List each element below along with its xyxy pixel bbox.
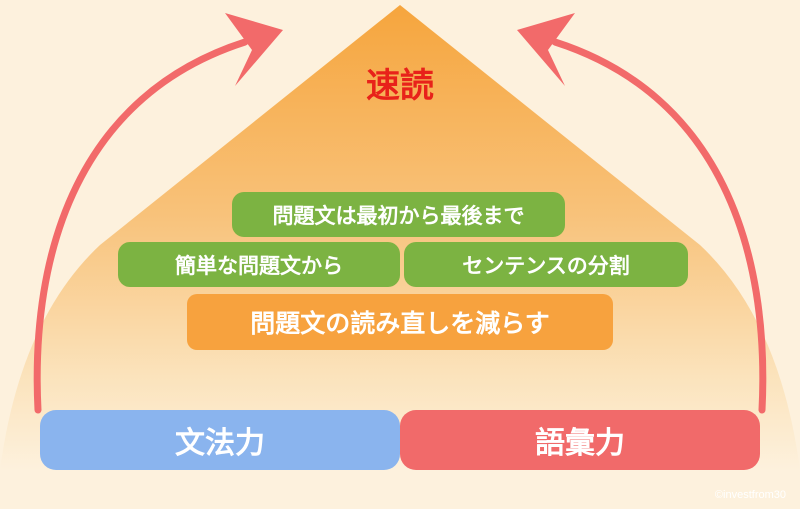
left-arrow	[33, 38, 249, 414]
level-3-label: 問題文の読み直しを減らす	[250, 309, 550, 338]
level-2-left-box: 簡単な問題文から	[118, 242, 400, 287]
credit-text: ©investfrom30	[714, 489, 786, 501]
right-arrow	[551, 38, 767, 414]
pyramid-shape	[0, 5, 800, 470]
foundation-right-label: 語彙力	[535, 426, 625, 461]
left-arrowhead	[225, 13, 283, 86]
level-2-left-label: 簡単な問題文から	[175, 253, 343, 278]
foundation-right-box: 語彙力	[400, 410, 760, 470]
foundation-left-box: 文法力	[40, 410, 400, 470]
level-1-label: 問題文は最初から最後まで	[272, 203, 525, 228]
level-1-box: 問題文は最初から最後まで	[232, 192, 565, 237]
level-3-box: 問題文の読み直しを減らす	[187, 294, 613, 350]
foundation-left-label: 文法力	[175, 426, 265, 461]
diagram-title: 速読	[366, 66, 434, 106]
right-arrowhead	[517, 13, 575, 86]
level-2-right-box: センテンスの分割	[404, 242, 688, 287]
level-2-right-label: センテンスの分割	[462, 253, 630, 278]
